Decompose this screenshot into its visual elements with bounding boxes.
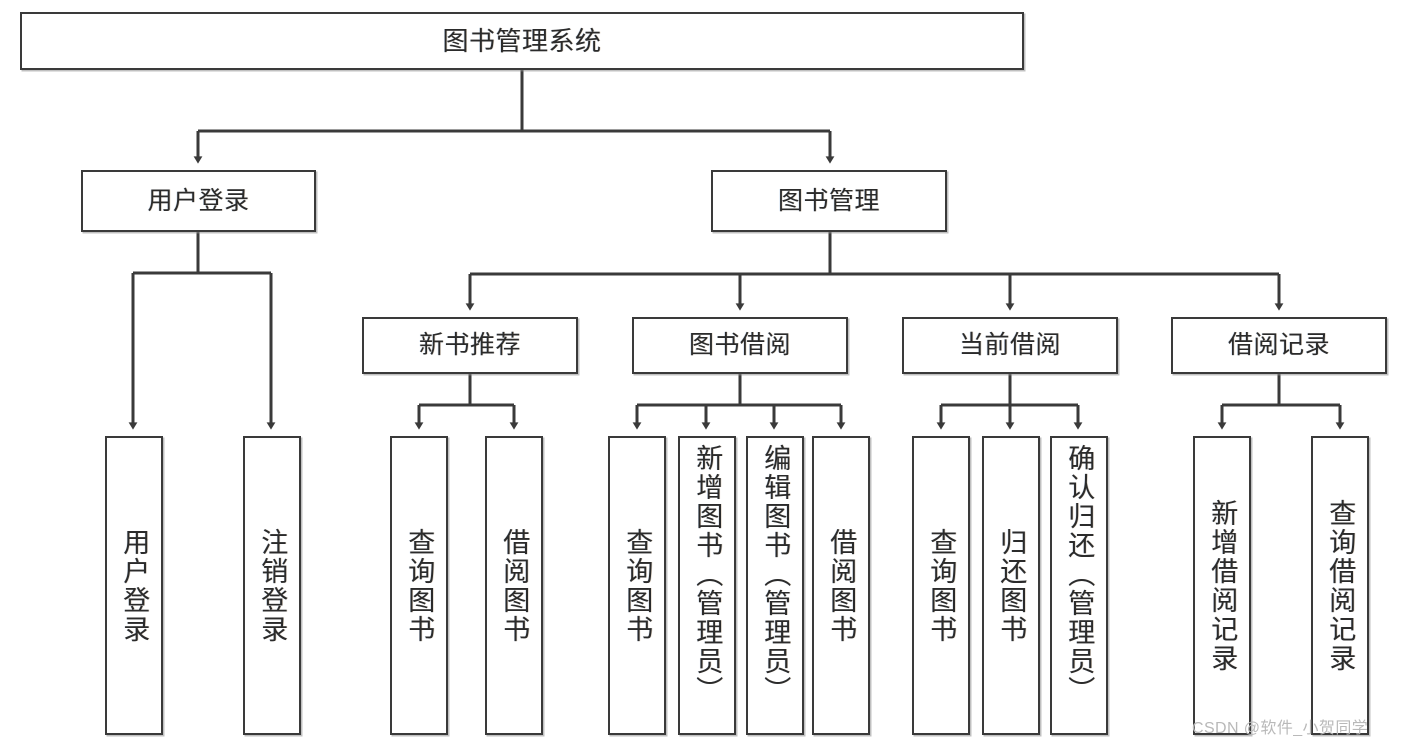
leaf-logout-login[interactable]: 注销登录 [243,436,301,735]
leaf-query-borrow-record[interactable]: 查询借阅记录 [1311,436,1369,735]
node-label: 图书管理系统 [442,26,602,56]
leaf-return-book[interactable]: 归还图书 [982,436,1040,735]
node-label: 用户登录 [147,186,250,215]
node-borrow-record[interactable]: 借阅记录 [1171,317,1387,374]
node-new-book-recommend[interactable]: 新书推荐 [362,317,578,374]
node-label: 借阅图书 [826,527,857,644]
leaf-user-login[interactable]: 用户登录 [105,436,163,735]
node-current-borrow[interactable]: 当前借阅 [902,317,1118,374]
watermark-text: CSDN @软件_小贺同学 [1192,720,1369,737]
node-root-book-management-system[interactable]: 图书管理系统 [20,12,1024,70]
leaf-borrow-book[interactable]: 借阅图书 [812,436,870,735]
node-label: 注销登录 [257,527,288,644]
leaf-edit-book-admin[interactable]: 编辑图书（管理员） [746,436,804,735]
node-label: 图书借阅 [688,331,791,359]
leaf-add-borrow-record[interactable]: 新增借阅记录 [1193,436,1251,735]
node-label: 新书推荐 [418,331,521,359]
node-book-borrow[interactable]: 图书借阅 [632,317,848,374]
leaf-confirm-return-admin[interactable]: 确认归还（管理员） [1050,436,1108,735]
node-user-login[interactable]: 用户登录 [81,170,316,232]
node-label: 新增借阅记录 [1207,498,1238,673]
node-label: 查询图书 [404,527,435,644]
leaf-query-book-recommend[interactable]: 查询图书 [390,436,448,735]
node-label: 查询图书 [926,527,957,644]
node-label: 确认归还（管理员） [1064,444,1095,705]
node-label: 图书管理 [777,186,880,215]
node-label: 借阅图书 [499,527,530,644]
node-label: 查询借阅记录 [1325,498,1356,673]
node-label: 查询图书 [622,527,653,644]
leaf-query-book-borrow[interactable]: 查询图书 [608,436,666,735]
leaf-add-book-admin[interactable]: 新增图书（管理员） [678,436,736,735]
leaf-query-book-current[interactable]: 查询图书 [912,436,970,735]
node-book-management[interactable]: 图书管理 [711,170,947,232]
node-label: 归还图书 [996,527,1027,644]
node-label: 新增图书（管理员） [692,444,723,705]
node-label: 用户登录 [119,527,150,644]
leaf-borrow-book-recommend[interactable]: 借阅图书 [485,436,543,735]
node-label: 当前借阅 [958,331,1061,359]
node-label: 借阅记录 [1227,331,1330,359]
node-label: 编辑图书（管理员） [760,444,791,705]
